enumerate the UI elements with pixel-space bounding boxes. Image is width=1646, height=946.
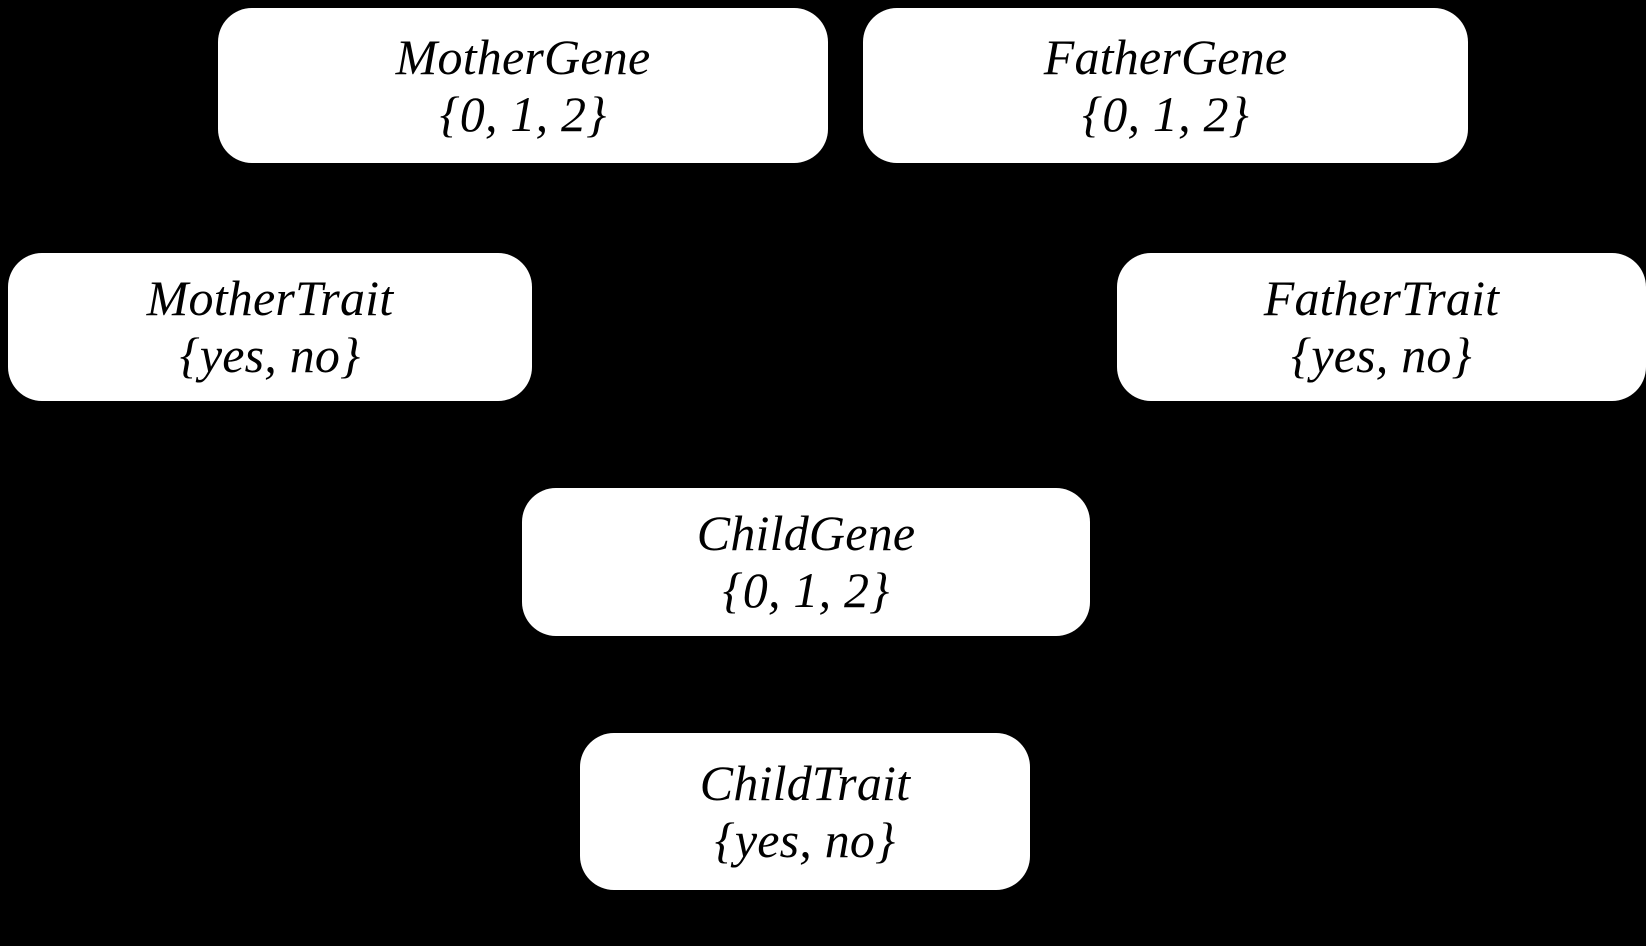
node-mother-trait-label: MotherTrait (146, 270, 394, 326)
node-child-trait[interactable]: ChildTrait {yes, no} (580, 733, 1030, 890)
node-father-gene-label: FatherGene (1043, 28, 1288, 85)
node-mother-gene-label: MotherGene (395, 28, 651, 85)
node-child-trait-domain: {yes, no} (714, 811, 896, 868)
node-child-trait-label: ChildTrait (699, 754, 911, 811)
node-mother-trait[interactable]: MotherTrait {yes, no} (8, 253, 532, 401)
node-child-gene-domain: {0, 1, 2} (722, 562, 890, 618)
node-mother-gene[interactable]: MotherGene {0, 1, 2} (218, 8, 828, 163)
node-father-trait-domain: {yes, no} (1291, 327, 1472, 383)
node-mother-gene-domain: {0, 1, 2} (439, 85, 607, 142)
node-father-trait[interactable]: FatherTrait {yes, no} (1117, 253, 1646, 401)
node-father-gene[interactable]: FatherGene {0, 1, 2} (863, 8, 1468, 163)
node-mother-trait-domain: {yes, no} (179, 327, 361, 383)
node-child-gene[interactable]: ChildGene {0, 1, 2} (522, 488, 1090, 636)
node-child-gene-label: ChildGene (696, 505, 916, 561)
node-father-gene-domain: {0, 1, 2} (1082, 85, 1249, 142)
node-father-trait-label: FatherTrait (1263, 270, 1500, 326)
